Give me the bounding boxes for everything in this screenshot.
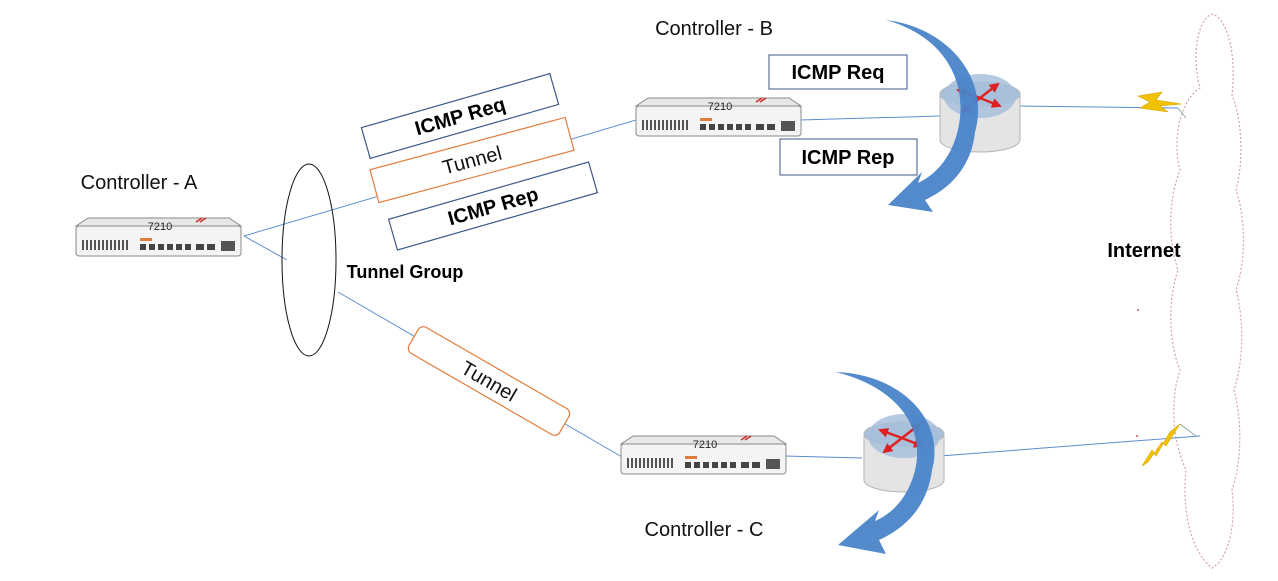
network-links — [243, 105, 1201, 459]
controller-a-label: Controller - A — [81, 172, 198, 194]
link-router-c-internet — [939, 435, 1201, 457]
internet-cloud — [1170, 13, 1245, 569]
icmp-rep-box-ab: ICMP Rep — [387, 161, 599, 251]
curved-arrow-b-icon — [886, 20, 979, 212]
link-b-router — [799, 115, 941, 121]
curved-arrow-c-icon — [836, 372, 935, 554]
router-b — [939, 73, 1021, 153]
controller-b-label: Controller - B — [655, 18, 773, 40]
controller-c-device: 7210 — [620, 435, 787, 475]
controller-b-device: 7210 — [635, 97, 802, 137]
lightning-connector — [1179, 423, 1197, 437]
tunnel-group-label: Tunnel Group — [347, 262, 464, 282]
icmp-req-label-b: ICMP Req — [792, 62, 885, 84]
cloud-dot — [1137, 309, 1139, 311]
controller-a-device: 7210 — [75, 217, 242, 257]
link-a-c-upper — [243, 235, 288, 261]
internet-label: Internet — [1107, 240, 1181, 262]
link-c-router — [783, 455, 863, 459]
lightning-icon — [1137, 91, 1183, 113]
controller-c-model: 7210 — [693, 439, 717, 451]
lightning-connector — [1177, 107, 1187, 119]
controller-a-model: 7210 — [148, 221, 172, 233]
controller-c-label: Controller - C — [645, 519, 764, 541]
tunnel-group-ellipse — [281, 163, 337, 357]
icmp-rep-label-b: ICMP Rep — [802, 147, 895, 169]
lightning-icon — [1141, 423, 1181, 467]
controller-b-model: 7210 — [708, 101, 732, 113]
icmp-req-box-b — [768, 54, 908, 90]
tunnel-ac-box: Tunnel — [407, 326, 571, 436]
icmp-rep-box-b — [779, 138, 918, 176]
cloud-dot — [1136, 435, 1138, 437]
icmp-req-box-ab: ICMP Req — [360, 72, 560, 160]
